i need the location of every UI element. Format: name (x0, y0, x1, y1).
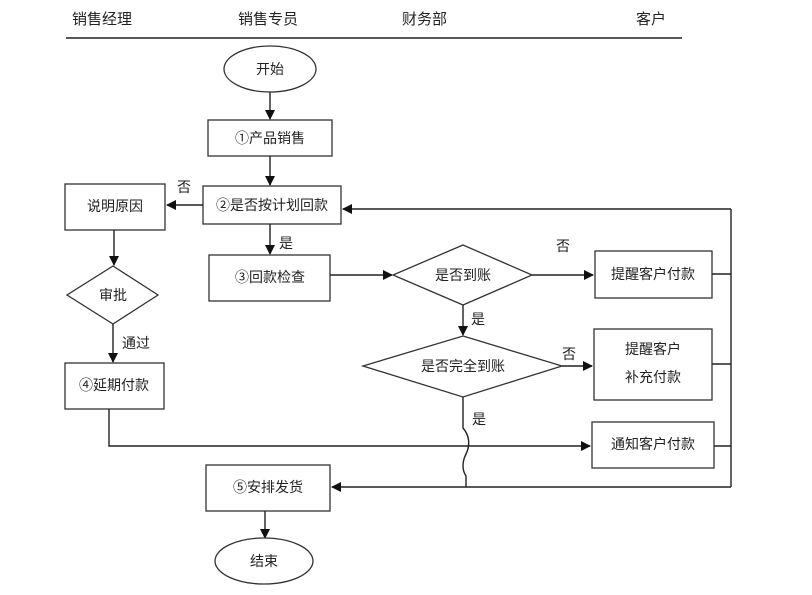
remind-pay-node (594, 250, 713, 299)
remind-supp-label-1: 提醒客户 (625, 341, 681, 358)
end-label: 结束 (250, 554, 278, 570)
step2-label: ②是否按计划回款 (216, 198, 328, 214)
edge-step4-notify (108, 409, 591, 451)
edge-label-yes-received: 是 (471, 312, 485, 328)
lane-sales-specialist: 销售专员 (238, 10, 298, 28)
notify-pay-node (591, 421, 715, 469)
step3-node (208, 254, 331, 302)
lane-customer: 客户 (636, 10, 666, 28)
edge-label-no-received: 否 (556, 239, 570, 255)
step5-label: ⑤安排发货 (233, 479, 303, 496)
fully-received-label: 是否完全到账 (421, 358, 505, 375)
remind-supp-node (593, 328, 713, 401)
remind-pay-label: 提醒客户付款 (611, 266, 695, 283)
explain-node (64, 183, 166, 231)
edge-label-yes-check: 是 (279, 236, 293, 252)
remind-supp-label-2: 补充付款 (625, 370, 681, 386)
step1-label: ①产品销售 (235, 131, 305, 147)
step5-node (205, 464, 331, 512)
step3-label: ③回款检查 (235, 270, 305, 286)
edge-label-pass: 通过 (122, 336, 150, 352)
start-label: 开始 (256, 62, 284, 78)
approve-label: 审批 (99, 288, 127, 304)
step1-node (207, 119, 333, 157)
received-label: 是否到账 (435, 268, 491, 284)
step4-label: ④延期付款 (79, 378, 149, 394)
notify-pay-label: 通知客户付款 (611, 436, 695, 453)
edge-label-no-full: 否 (562, 347, 576, 363)
edge-label-yes-full: 是 (472, 412, 486, 428)
lane-sales-manager: 销售经理 (72, 10, 132, 28)
edge-label-no-explain: 否 (177, 180, 191, 196)
edge-fully-yes (462, 397, 470, 487)
explain-label: 说明原因 (87, 199, 143, 215)
step4-node (64, 362, 165, 410)
lane-finance: 财务部 (402, 10, 447, 28)
end-node (214, 537, 314, 585)
